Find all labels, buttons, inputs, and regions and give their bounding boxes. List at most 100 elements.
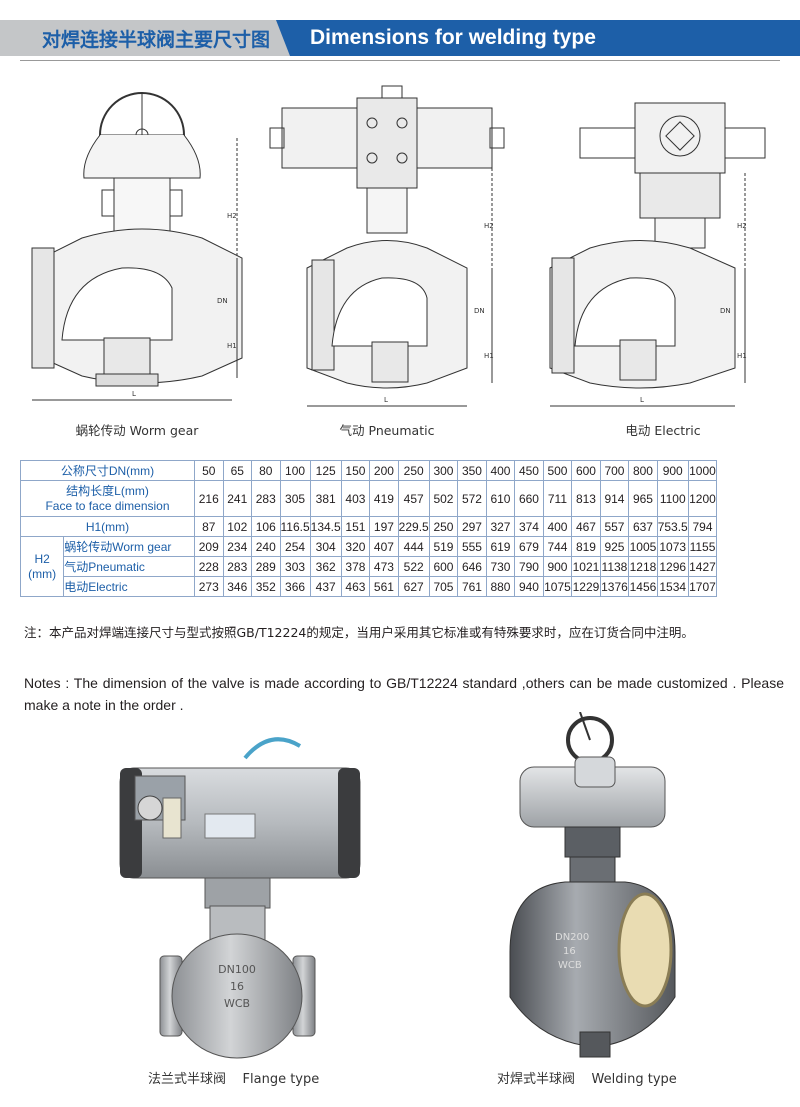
table-cell: 1296 xyxy=(656,556,689,577)
table-cell: 473 xyxy=(369,556,399,577)
table-cell: 463 xyxy=(340,576,371,597)
table-cell: 744 xyxy=(542,536,573,557)
flange-marking-2: 16 xyxy=(230,980,244,993)
table-cell: 229.5 xyxy=(397,516,430,537)
table-cell: 289 xyxy=(251,556,281,577)
table-cell: 378 xyxy=(340,556,371,577)
table-cell: 1155 xyxy=(687,536,718,557)
table-cell: 381 xyxy=(309,480,342,517)
table-cell: 400 xyxy=(542,516,573,537)
table-cell: 102 xyxy=(222,516,252,537)
welding-marking-1: DN200 xyxy=(555,932,589,943)
row-label: 结构长度L(mm) Face to face dimension xyxy=(20,480,195,517)
table-cell: 1073 xyxy=(656,536,689,557)
table-cell: 790 xyxy=(514,556,544,577)
table-cell: 1100 xyxy=(656,480,689,517)
table-cell: 1218 xyxy=(628,556,658,577)
table-cell: 283 xyxy=(251,480,281,517)
table-cell: 679 xyxy=(514,536,544,557)
table-cell: 500 xyxy=(542,460,573,481)
row-label: 蜗轮传动Worm gear xyxy=(63,536,195,557)
table-cell: 352 xyxy=(251,576,281,597)
table-cell: 254 xyxy=(279,536,311,557)
table-cell: 80 xyxy=(251,460,281,481)
table-cell: 106 xyxy=(251,516,281,537)
table-cell: 250 xyxy=(428,516,459,537)
table-cell: 250 xyxy=(397,460,430,481)
caption-worm-gear: 蜗轮传动 Worm gear xyxy=(75,423,199,438)
table-cell: 522 xyxy=(397,556,430,577)
row-label: 气动Pneumatic xyxy=(63,556,195,577)
table-cell: 610 xyxy=(485,480,516,517)
table-cell: 1229 xyxy=(571,576,601,597)
h2-group-unit: (mm) xyxy=(28,566,57,581)
row-label-en: Face to face dimension xyxy=(45,498,170,513)
table-cell: 880 xyxy=(485,576,516,597)
h2-label: H2 xyxy=(227,212,237,220)
table-cell: 283 xyxy=(222,556,252,577)
row-label: 公称尺寸DN(mm) xyxy=(20,460,195,481)
table-cell: 1000 xyxy=(687,460,718,481)
table-cell: 813 xyxy=(571,480,601,517)
table-cell: 374 xyxy=(514,516,544,537)
table-cell: 134.5 xyxy=(309,516,342,537)
table-cell: 234 xyxy=(222,536,252,557)
table-cell: 940 xyxy=(514,576,544,597)
table-cell: 502 xyxy=(428,480,459,517)
table-cell: 200 xyxy=(369,460,399,481)
table-cell: 914 xyxy=(599,480,630,517)
table-cell: 965 xyxy=(628,480,658,517)
welding-type-photo: DN200 16 WCB xyxy=(509,712,676,1058)
table-cell: 600 xyxy=(571,460,601,481)
table-cell: 1376 xyxy=(599,576,630,597)
table-cell: 362 xyxy=(309,556,342,577)
table-cell: 450 xyxy=(514,460,544,481)
table-cell: 646 xyxy=(457,556,487,577)
table-cell: 366 xyxy=(279,576,311,597)
flange-marking-3: WCB xyxy=(224,997,250,1010)
pneumatic-drawing: H2 DN H1 L xyxy=(269,85,505,407)
h1-label: H1 xyxy=(227,342,237,350)
caption-welding-type: 对焊式半球阀 Welding type xyxy=(497,1072,677,1087)
table-cell: 705 xyxy=(428,576,459,597)
note-en: Notes : The dimension of the valve is ma… xyxy=(24,675,784,713)
h1-label: H1 xyxy=(484,352,494,360)
row-label: 电动Electric xyxy=(63,576,195,597)
h2-group-label: H2 (mm) xyxy=(19,536,65,597)
h1-label: H1 xyxy=(737,352,747,360)
table-cell: 228 xyxy=(194,556,224,577)
table-cell: 600 xyxy=(428,556,459,577)
dn-label: DN xyxy=(720,307,731,315)
table-cell: 346 xyxy=(222,576,252,597)
worm-gear-drawing: H2 DN H1 L xyxy=(31,92,243,401)
table-cell: 925 xyxy=(599,536,630,557)
table-cell: 216 xyxy=(194,480,224,517)
caption-electric: 电动 Electric xyxy=(625,423,701,438)
table-cell: 619 xyxy=(485,536,516,557)
header-rule xyxy=(20,60,780,61)
dn-label: DN xyxy=(217,297,228,305)
table-cell: 297 xyxy=(457,516,487,537)
table-cell: 819 xyxy=(571,536,601,557)
table-cell: 437 xyxy=(309,576,342,597)
table-cell: 1075 xyxy=(542,576,573,597)
h2-label: H2 xyxy=(484,222,494,230)
table-cell: 572 xyxy=(457,480,487,517)
table-cell: 519 xyxy=(428,536,459,557)
row-label: H1(mm) xyxy=(20,516,195,537)
table-cell: 100 xyxy=(279,460,311,481)
table-cell: 900 xyxy=(656,460,689,481)
table-cell: 419 xyxy=(369,480,399,517)
l-label: L xyxy=(640,396,644,404)
table-cell: 1456 xyxy=(628,576,658,597)
caption-flange-type: 法兰式半球阀 Flange type xyxy=(148,1072,320,1087)
table-cell: 273 xyxy=(194,576,224,597)
table-cell: 660 xyxy=(514,480,544,517)
table-cell: 637 xyxy=(628,516,658,537)
